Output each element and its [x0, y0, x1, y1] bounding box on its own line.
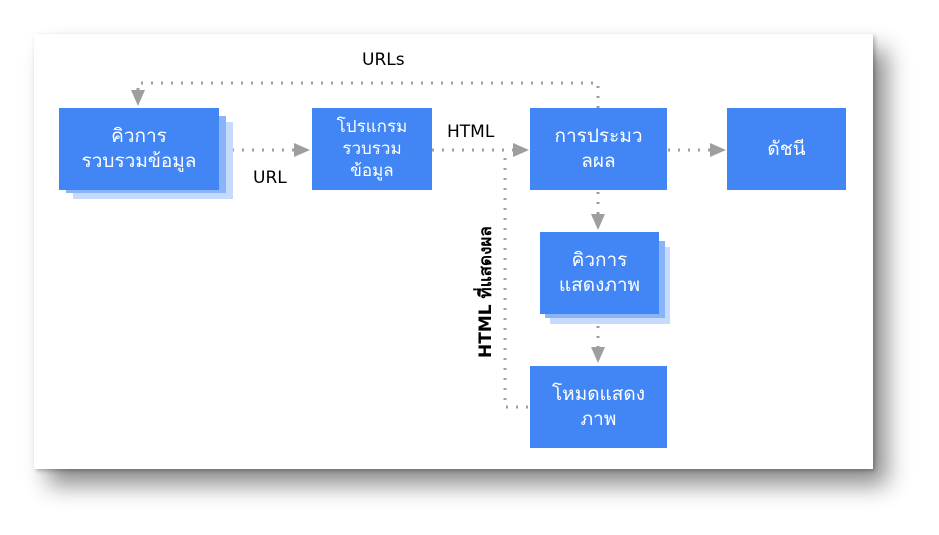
arrowhead-icon: [513, 143, 529, 157]
node-render-queue[interactable]: คิวการ แสดงภาพ: [540, 232, 659, 314]
edge-label-rendered-html: HTML ที่แสดงผล: [476, 226, 496, 358]
node-crawler[interactable]: โปรแกรม รวบรวม ข้อมูล: [312, 108, 432, 190]
edge-label-url: URL: [253, 168, 287, 188]
connector-urls-feedback: [136, 81, 600, 108]
arrowhead-icon: [591, 347, 605, 363]
arrowhead-icon: [294, 143, 310, 157]
node-processing[interactable]: การประมว ลผล: [530, 108, 667, 190]
edge-label-html: HTML: [447, 122, 495, 142]
node-renderer[interactable]: โหมดแสดง ภาพ: [530, 366, 667, 448]
node-crawl-queue[interactable]: คิวการ รวบรวมข้อมูล: [59, 108, 219, 190]
diagram-canvas: [34, 34, 873, 469]
arrowhead-icon: [131, 90, 145, 106]
arrowhead-icon: [591, 214, 605, 230]
edge-label-urls: URLs: [362, 50, 405, 70]
connector-rendered-html: [503, 152, 528, 409]
node-index[interactable]: ดัชนี: [727, 108, 846, 190]
arrowhead-icon: [710, 143, 726, 157]
